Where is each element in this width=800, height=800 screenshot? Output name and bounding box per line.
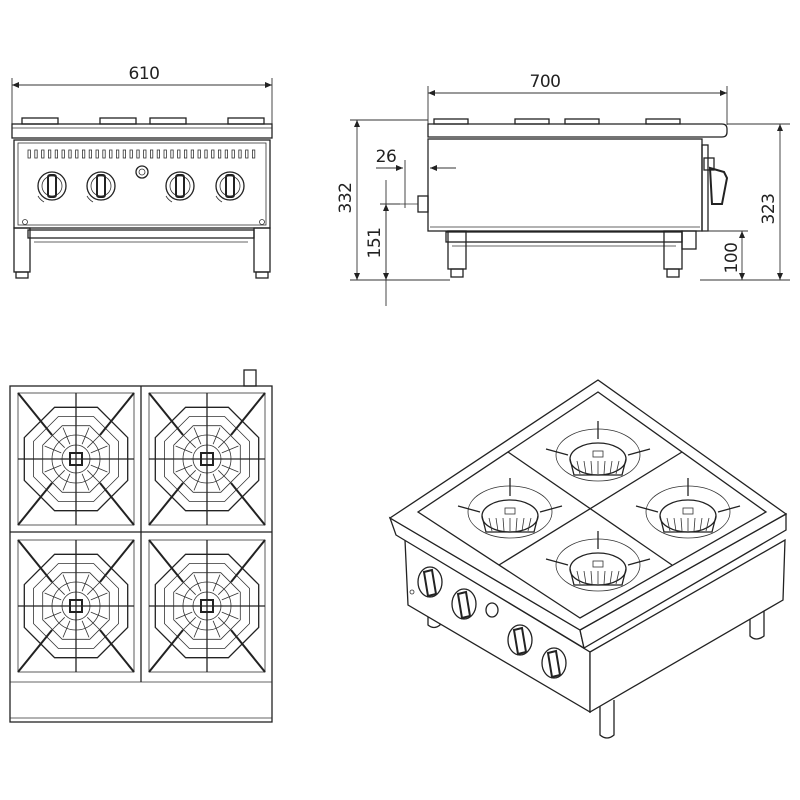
burner-grates	[17, 392, 266, 673]
isometric-view	[388, 379, 788, 739]
dim-inlet-offset: 26	[376, 147, 397, 167]
iso-igniter	[485, 602, 499, 618]
iso-knob-2	[451, 588, 477, 620]
front-view: 610	[11, 64, 273, 279]
dim-front-width: 610	[129, 64, 160, 84]
dim-leg-height: 100	[722, 243, 742, 274]
top-view	[9, 369, 273, 723]
knob-4	[215, 171, 245, 203]
dim-body-height: 323	[759, 194, 779, 225]
dim-total-height: 332	[336, 183, 356, 214]
iso-knob-1	[417, 566, 443, 598]
iso-burners	[457, 421, 741, 592]
front-vent-slots	[27, 149, 256, 159]
knob-3	[165, 171, 195, 203]
dim-side-depth: 700	[530, 72, 561, 92]
dim-inlet-height: 151	[365, 228, 385, 259]
pilot-igniter	[135, 165, 149, 179]
side-view: 700 26 33	[336, 72, 790, 306]
knob-1	[37, 171, 67, 203]
iso-knob-4	[541, 647, 567, 679]
iso-knob-3	[507, 624, 533, 656]
knob-2	[86, 171, 116, 203]
